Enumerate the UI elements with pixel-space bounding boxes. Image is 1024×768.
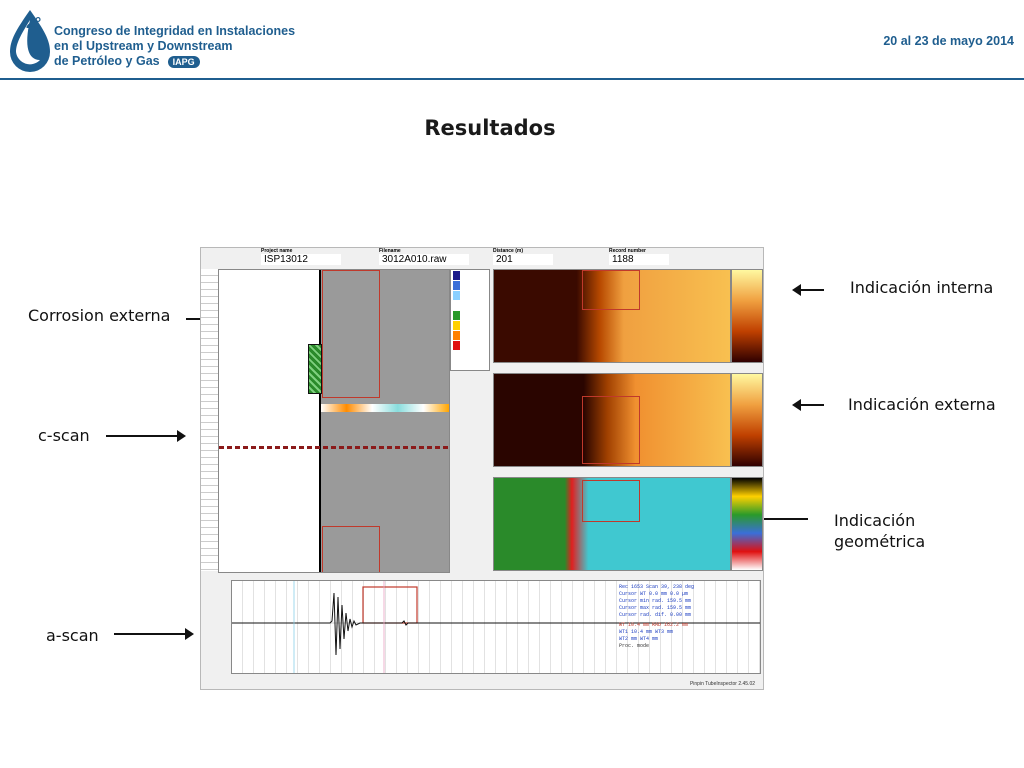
page-title: Resultados [424,116,556,140]
label-c-scan: c-scan [38,426,90,445]
cscan-cursor-line [219,446,449,449]
ascan-waveform [232,581,760,673]
arrow-indicacion-interna [792,284,824,296]
external-red-box [582,396,640,464]
distance-value: 201 [493,254,553,265]
cscan-red-box-top [322,270,380,398]
corrosion-region-box [308,344,322,394]
header-divider [0,78,1024,80]
logo-number: 2° [26,15,41,32]
legend-swatch [453,301,460,310]
readout-line: Proc. mode [619,643,650,649]
label-a-scan: a-scan [46,626,99,645]
legend-swatch [453,281,460,290]
distance-caption: Distance (m) [493,248,524,254]
congress-name: Congreso de Integridad en Instalaciones … [54,24,295,69]
congress-line-3-text: de Petróleo y Gas [54,54,160,68]
geometric-red-box [582,480,640,522]
arrow-a-scan [114,628,194,640]
filename-value: 3012A010.raw [379,254,469,265]
cscan-color-legend [450,269,490,371]
geometric-legend [731,477,763,571]
label-indicacion-interna: Indicación interna [850,278,994,297]
scan-panel-external [493,373,731,467]
inspection-software-screenshot: Project name ISP13012 Filename 3012A010.… [200,247,764,690]
congress-logo: 2° [10,10,50,72]
readout-line: Cursor min rad. 159.5 mm [619,598,692,604]
congress-line-1: Congreso de Integridad en Instalaciones [54,24,296,38]
cscan-red-box-bottom [322,526,380,572]
a-scan-panel [231,580,761,674]
software-version: Pinpin TubeInspector 2.45.02 [689,681,755,687]
congress-line-2: en el Upstream y Downstream [54,39,233,53]
legend-swatch [453,341,460,350]
readout-line: Rec 1653 Scan 39, 238 deg [619,584,695,590]
legend-swatch [453,311,460,320]
scan-panel-geometric [493,477,731,571]
readout-line: Cursor rad. dif. 0.00 mm [619,612,692,618]
label-corrosion-externa: Corrosion externa [28,306,171,325]
distance-box: Distance (m) 201 [493,248,553,268]
scan-panel-internal [493,269,731,363]
readout-line: WT2 mm WT4 mm [619,636,659,642]
project-name-caption: Project name [261,248,293,254]
label-indicacion-geometrica-1: Indicación [834,511,916,530]
ascan-grid [232,581,760,673]
record-box: Record number 1188 [609,248,669,268]
external-legend [731,373,763,467]
label-indicacion-externa: Indicación externa [848,395,996,414]
congress-line-3: de Petróleo y Gas IAPG [54,54,295,69]
ascan-readout: Rec 1653 Scan 39, 238 deg Cursor WT 0.0 … [619,584,741,664]
label-indicacion-geometrica-2: geométrica [834,532,926,551]
cscan-indication-stripe [321,404,449,412]
iapg-badge: IAPG [167,55,200,68]
readout-line: Cursor WT 0.0 mm 0.0 µm [619,591,689,597]
project-name-box: Project name ISP13012 [261,248,341,268]
cscan-weld-line [319,270,321,572]
filename-caption: Filename [379,248,401,254]
readout-line: Cursor max rad. 159.5 mm [619,605,692,611]
arrow-indicacion-externa [792,399,824,411]
record-value: 1188 [609,254,669,265]
cscan-ruler [201,269,218,571]
cscan-gray-region [319,270,449,572]
readout-line: WT1 10.4 mm WT3 mm [619,629,674,635]
legend-swatch [453,321,460,330]
filename-box: Filename 3012A010.raw [379,248,469,268]
project-name-value: ISP13012 [261,254,341,265]
legend-swatch [453,271,460,280]
internal-red-box [582,270,640,310]
record-caption: Record number [609,248,646,254]
header: 2° Congreso de Integridad en Instalacion… [0,0,1024,82]
legend-swatch [453,291,460,300]
legend-swatch [453,331,460,340]
internal-legend [731,269,763,363]
event-date: 20 al 23 de mayo 2014 [883,34,1014,48]
arrow-c-scan [106,430,186,442]
c-scan-panel [218,269,450,573]
readout-line: WT 10.4 mm RAD 162.2 mm [619,622,689,628]
